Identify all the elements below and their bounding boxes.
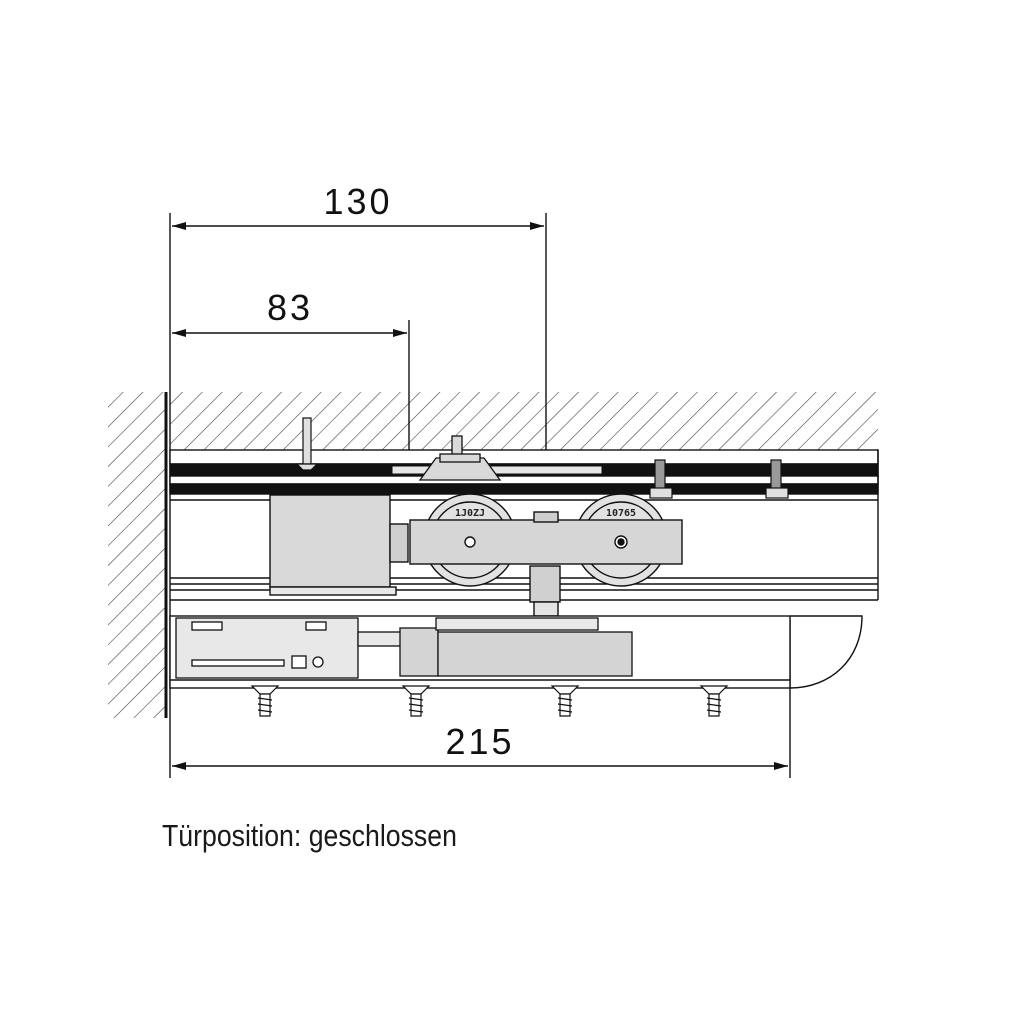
carriage-plate xyxy=(409,511,683,617)
screw-icon xyxy=(401,685,431,717)
fixing-screw-icon xyxy=(295,417,319,471)
soft-close-housing xyxy=(175,617,633,679)
wheel-right-label: 10765 xyxy=(606,508,636,519)
mounting-plate xyxy=(391,465,603,475)
dimension-83-label: 83 xyxy=(267,287,313,328)
bolt-icon xyxy=(649,459,673,499)
dimension-130-label: 130 xyxy=(323,181,392,222)
ceiling-hatch xyxy=(170,392,878,450)
wall-hatch xyxy=(108,392,168,718)
wheel-left-label: 1J0ZJ xyxy=(455,508,485,519)
bolt-icon xyxy=(765,459,789,499)
door-position-caption: Türposition: geschlossen xyxy=(162,818,457,853)
dimension-215-label: 215 xyxy=(445,721,514,762)
damper-block xyxy=(269,494,409,596)
screw-icon xyxy=(250,685,280,717)
screw-icon xyxy=(550,685,580,717)
carriage-bracket xyxy=(418,435,502,481)
screw-icon xyxy=(699,685,729,717)
